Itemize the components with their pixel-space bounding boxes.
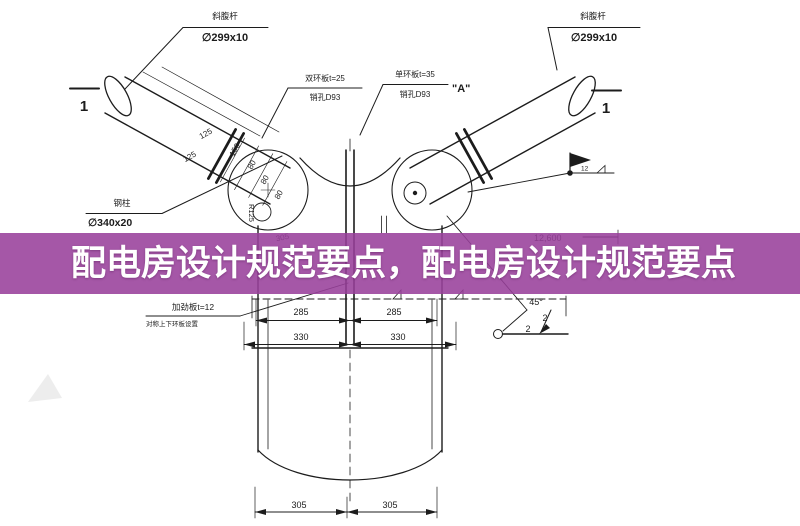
section-2-upper: 2 [542,313,547,323]
dim-285-left: 285 [293,307,308,317]
stiffener-label-1: 加劲板t=12 [172,302,215,312]
ring-left-label-1: 双环板t=25 [305,73,345,83]
weld-size: 12 [581,166,589,173]
dim-80-b: 80 [259,173,271,186]
weld-mark-icon [392,288,402,300]
stiffener-label-2: 对称上下环板设置 [146,319,199,328]
banner-title: 配电房设计规范要点，配电房设计规范要点 [71,244,737,283]
dim-305-bottom-left: 305 [291,500,306,510]
angle-note: 45° [529,297,543,307]
dim-285-right: 285 [386,307,401,317]
saddle-arc [299,157,401,187]
weld-flag-icon [467,152,615,193]
detail-tag-a: "A" [452,83,470,95]
dim-150: 150 [228,141,243,158]
title-banner: 配电房设计规范要点，配电房设计规范要点 [0,233,800,294]
weld-mark-icon [454,288,464,300]
right-brace-tube [409,75,596,205]
dim-80-a: 80 [246,158,258,171]
section-2-lower: 2 [525,324,530,334]
hidden-plate-lines [251,288,567,319]
section-cut-2-icon [493,309,569,339]
faint-watermark [28,374,62,402]
column-spec: ∅340x20 [88,217,132,229]
section-1-left: 1 [80,98,88,115]
dim-r125: R125 [247,204,256,222]
ring-right-label-2: 销孔D93 [400,89,431,99]
pin-hole [403,181,427,205]
left-flange-plate [206,128,238,180]
dimension-lines [243,229,619,519]
brace-left-spec: ∅299x10 [202,32,248,44]
column-title: 钢柱 [113,198,131,208]
ring-right-label-1: 单环板t=35 [395,69,435,79]
right-flange-plate [462,128,494,180]
dim-125-b: 125 [182,149,199,164]
dim-330-left: 330 [293,332,308,342]
right-ring-plate [391,149,473,231]
dim-330-right: 330 [390,332,405,342]
brace-left-title: 斜腹杆 [212,11,238,21]
ring-left-label-2: 销孔D93 [310,92,341,102]
brace-right-spec: ∅299x10 [571,32,617,44]
dim-305-bottom-right: 305 [382,500,397,510]
left-brace-tube [104,66,291,206]
dim-125-a: 125 [198,126,215,141]
section-1-right: 1 [602,100,610,117]
brace-right-title: 斜腹杆 [580,11,606,21]
left-ring-plate [227,149,309,231]
